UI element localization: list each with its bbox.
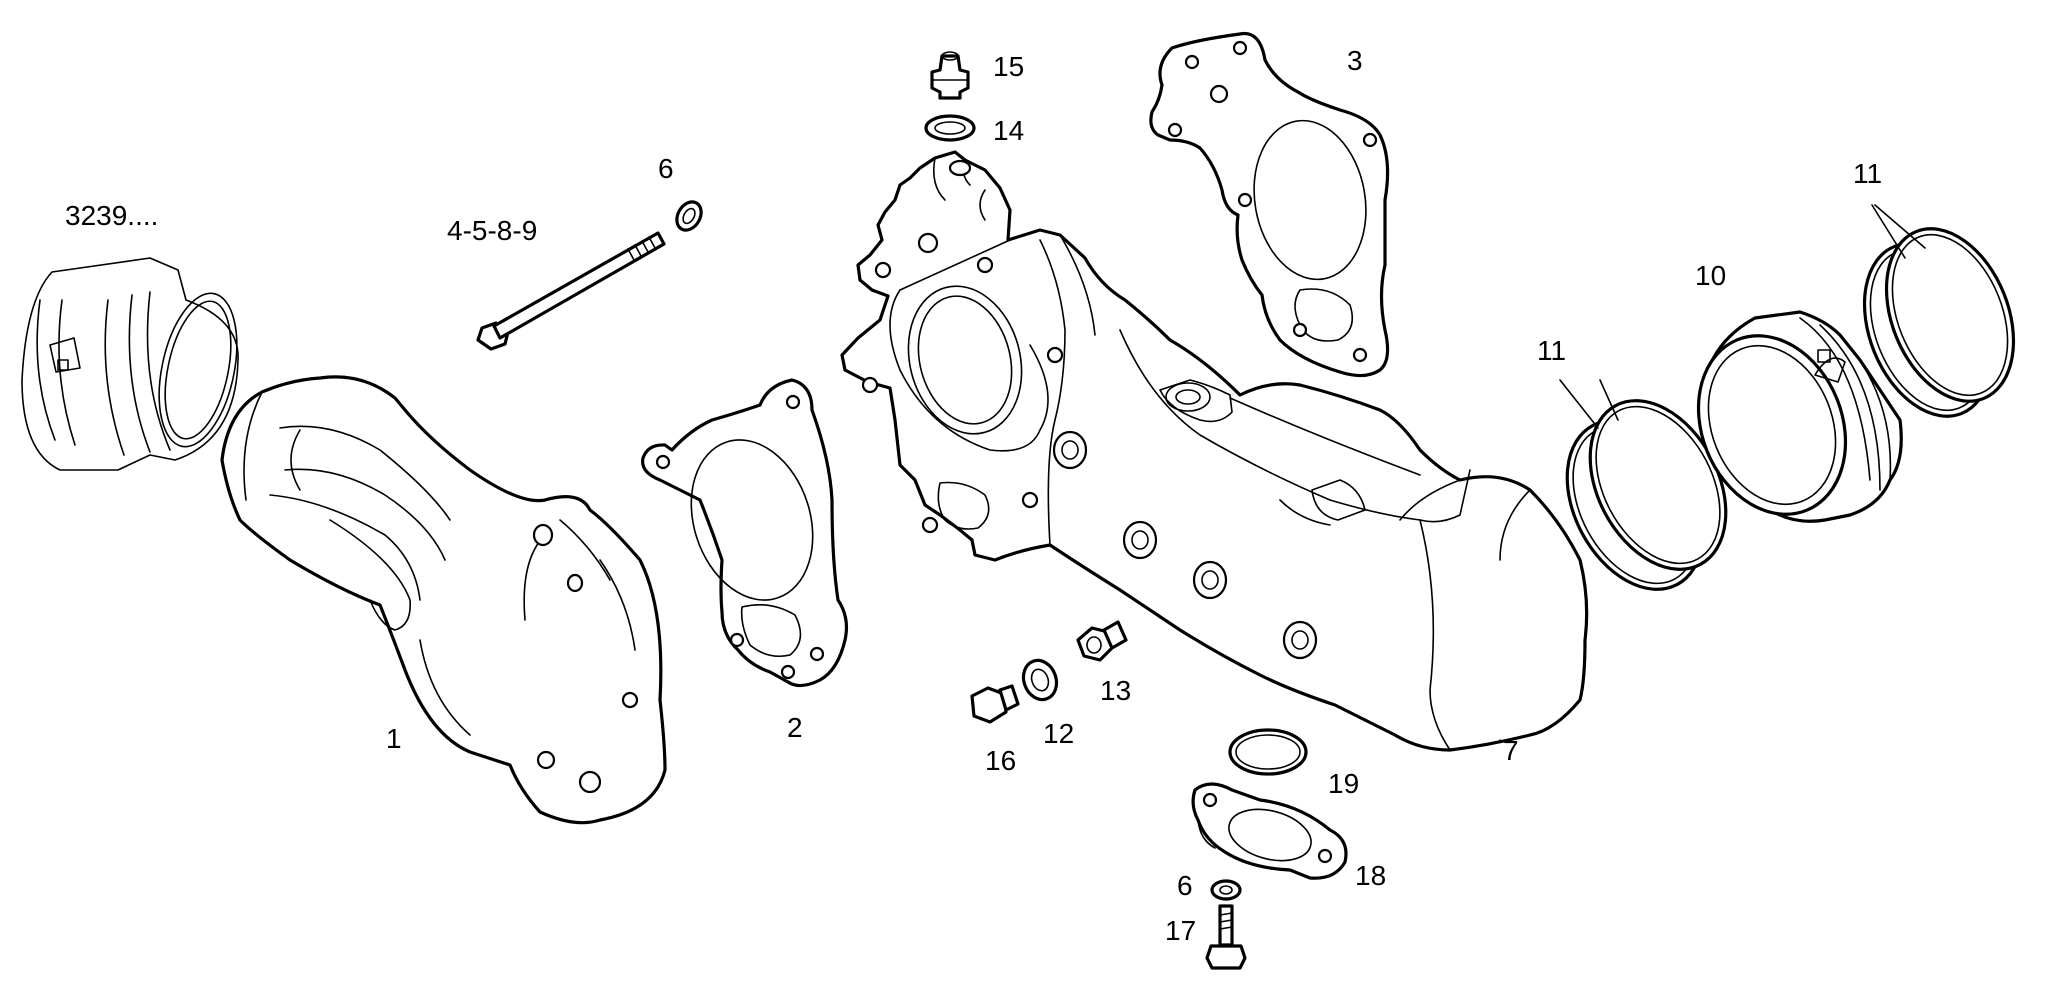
label-14: 14 [993,115,1024,146]
label-6-bottom: 6 [1177,870,1193,901]
label-6-top: 6 [658,153,674,184]
part-2-gasket [641,378,849,688]
label-17: 17 [1165,915,1196,946]
seal-rings-11-right [1862,204,2016,418]
label-1: 1 [386,723,402,754]
label-18: 18 [1355,860,1386,891]
label-11-right: 11 [1853,158,1882,189]
plug-15 [930,51,970,100]
reference-fitting-3239 [21,257,239,471]
part-1-elbow-housing [220,375,667,825]
flange-18 [1191,782,1348,880]
label-2: 2 [787,712,803,743]
label-12: 12 [1043,718,1074,749]
label-13: 13 [1100,675,1131,706]
label-11-left: 11 [1537,335,1566,366]
bolt-4-5-8-9 [476,231,666,351]
seal-ring-19 [1228,728,1308,776]
washer-6-bottom [1210,879,1242,901]
label-4-5-8-9: 4-5-8-9 [447,215,537,246]
part-3-gasket [1149,31,1390,378]
label-15: 15 [993,51,1024,82]
plug-16 [970,684,1020,724]
washer-6-top [675,200,703,232]
fitting-10 [1696,310,1903,523]
label-16: 16 [985,745,1016,776]
bolt-17 [1205,904,1247,970]
label-7: 7 [1503,735,1519,766]
callout-labels: 3239.... 1 2 3 4-5-8-9 6 6 7 10 11 11 12… [65,45,1882,946]
seal-rings-11-left [1559,379,1728,591]
seal-ring-14 [924,114,976,142]
washer-12 [1021,658,1059,702]
label-3239: 3239.... [65,200,158,231]
label-3: 3 [1347,45,1363,76]
label-10: 10 [1695,260,1726,291]
part-7-manifold [840,150,1589,752]
label-19: 19 [1328,768,1359,799]
fitting-13 [1076,620,1128,662]
